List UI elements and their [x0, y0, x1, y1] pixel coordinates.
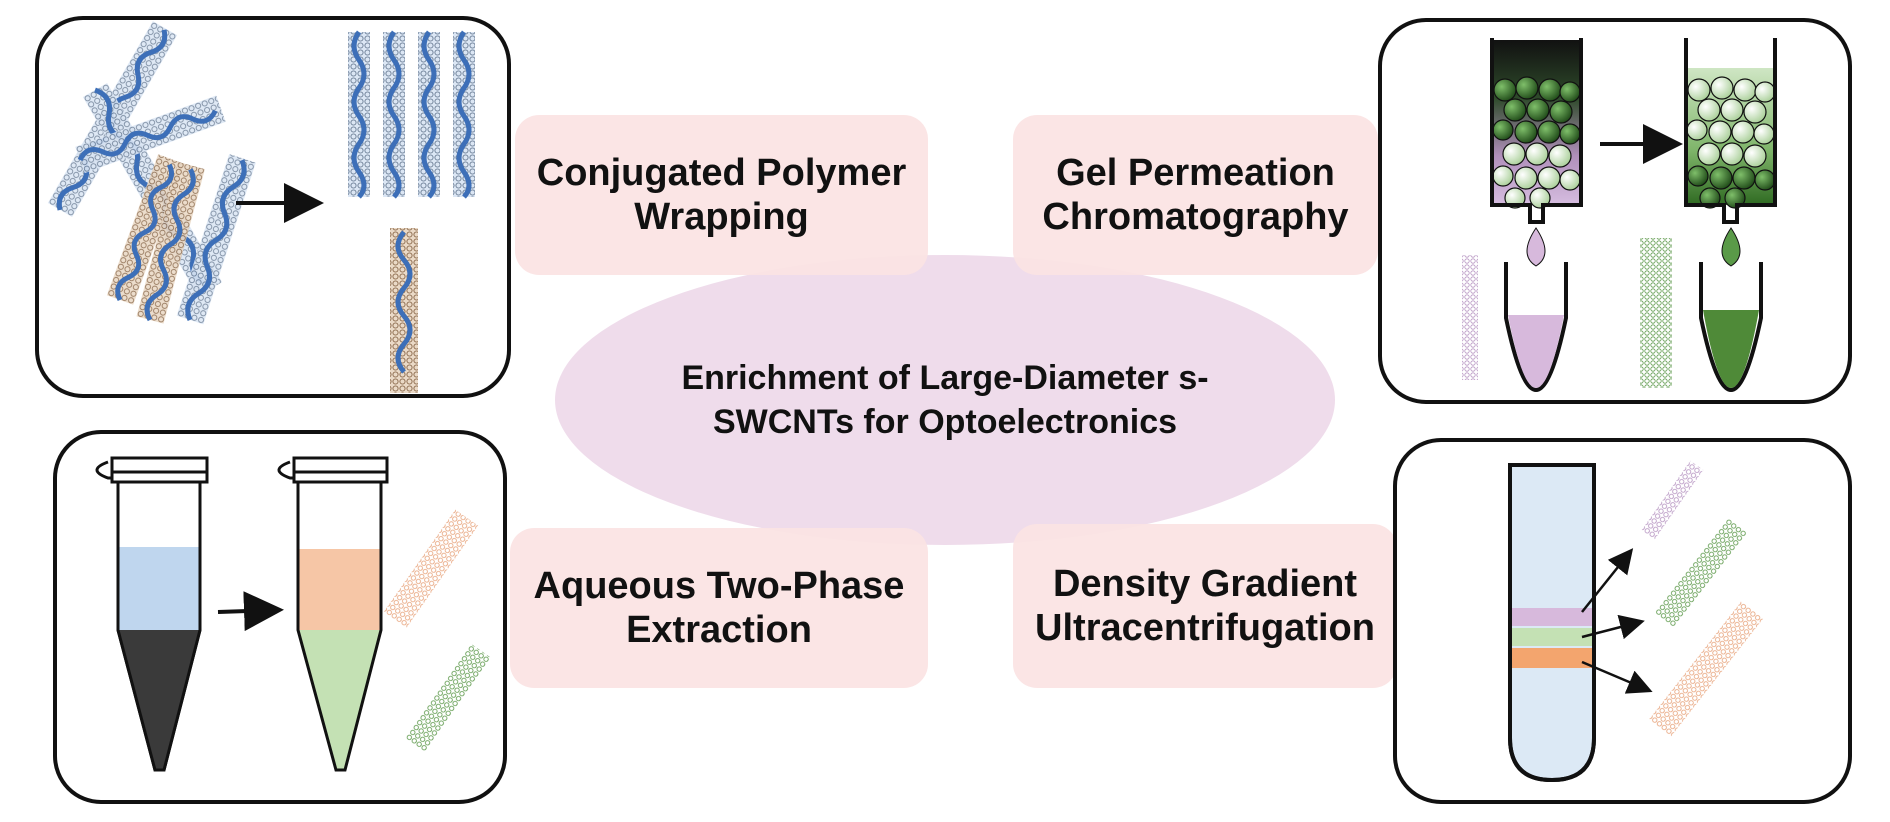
sorted-semiconducting-tubes	[348, 30, 475, 199]
green-nanotube	[1654, 518, 1748, 628]
center-title: Enrichment of Large-Diameter s-SWCNTs fo…	[681, 359, 1209, 441]
label-conjugated-polymer-wrapping: Conjugated Polymer Wrapping	[536, 152, 907, 238]
label-box-polymer	[515, 115, 928, 275]
center-ellipse	[555, 255, 1335, 545]
panel-gel-permeation	[1378, 18, 1852, 404]
tangled-nanotube-bundle	[47, 21, 256, 325]
tube-after-extraction	[277, 456, 389, 772]
centrifuge-tube	[1508, 463, 1596, 783]
metallic-tube	[390, 228, 418, 393]
label-box-aqueous	[510, 528, 928, 688]
arrow-aqueous	[217, 591, 284, 632]
panel-aqueous-two-phase	[53, 430, 507, 804]
tube-before-extraction	[95, 456, 209, 772]
panel-density-gradient	[1393, 438, 1852, 804]
orange-nanotube	[1648, 601, 1764, 737]
label-density-gradient-ultracentrifugation: Density Gradient Ultracentrifugation	[1035, 563, 1375, 649]
separated-nanotubes	[383, 509, 491, 752]
arrow-band-orange	[1581, 660, 1653, 694]
label-gel-permeation-chromatography: Gel Permeation Chromatography	[1042, 152, 1349, 238]
label-aqueous-two-phase-extraction: Aqueous Two-Phase Extraction	[533, 565, 905, 651]
label-box-gel	[1013, 115, 1378, 275]
gel-column-right	[1640, 38, 1777, 393]
panel-polymer-wrapping	[35, 16, 511, 398]
label-box-density	[1013, 524, 1397, 688]
arrow-band-purple	[1581, 548, 1634, 613]
arrow-band-green	[1581, 614, 1645, 640]
purple-nanotube	[1641, 460, 1704, 540]
gel-column-left	[1462, 38, 1583, 393]
